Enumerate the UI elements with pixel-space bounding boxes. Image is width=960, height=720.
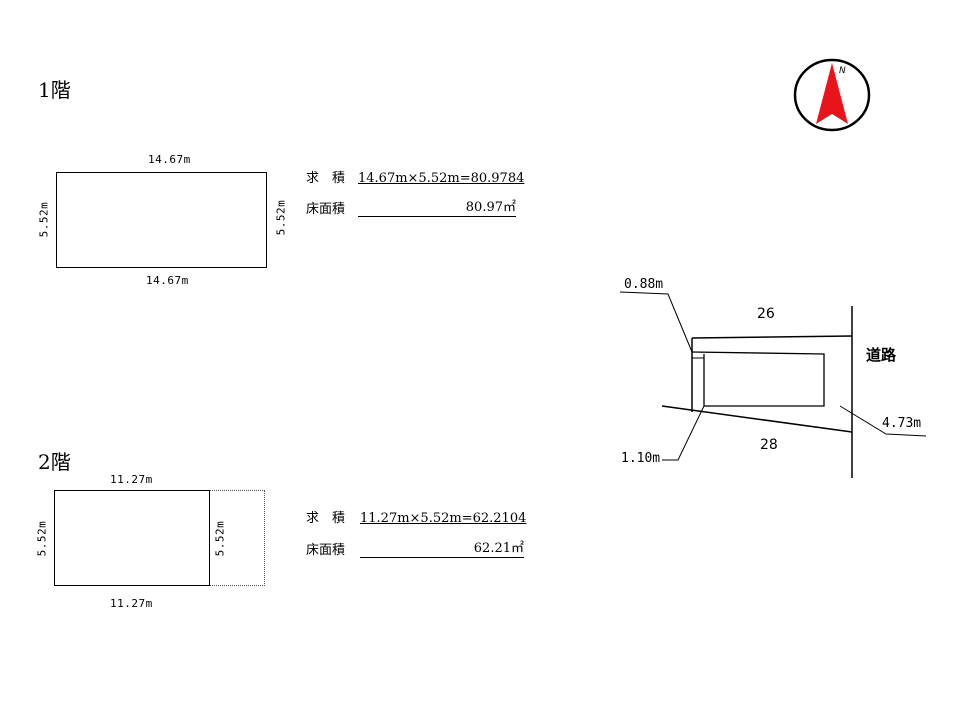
site-label-0-88: 0.88m: [624, 277, 664, 292]
site-lot-26: 26: [757, 306, 775, 322]
floor2-calc-formula: 11.27m×5.52m=62.2104: [360, 511, 527, 526]
floor1-title: 1階: [38, 78, 71, 102]
floor1-top-width: 14.67m: [148, 153, 191, 166]
compass-arrow: [816, 63, 848, 124]
floor1-area-line: 80.97㎡: [358, 200, 516, 217]
compass-north-icon: N: [793, 58, 871, 132]
floor2-area-label: 床面積: [306, 543, 346, 558]
building-outer: [691, 351, 825, 407]
floor2-title: 2階: [38, 450, 71, 474]
floor1-plan-rect: [56, 172, 267, 268]
lot-28-boundary: [661, 405, 853, 433]
site-label-4-73: 4.73m: [882, 416, 922, 431]
compass-letter: N: [839, 66, 846, 76]
leader-4-73: [839, 405, 927, 437]
floor1-right-depth: 5.52m: [274, 199, 288, 236]
leader-0-88: [619, 291, 693, 353]
floor1-area-value: 80.97㎡: [465, 200, 516, 215]
floor2-plan-rect: [54, 490, 210, 586]
floor1-calc-formula: 14.67m×5.52m=80.9784: [358, 171, 525, 186]
floor2-area-value: 62.21㎡: [473, 541, 524, 556]
site-road-label: 道路: [866, 346, 897, 364]
floor2-dotted-extension: [210, 490, 265, 586]
site-label-1-10: 1.10m: [621, 451, 661, 466]
site-lot-28: 28: [760, 437, 778, 453]
site-plan: [619, 291, 927, 478]
lot-26-boundary: [691, 335, 853, 339]
floor1-left-depth: 5.52m: [37, 201, 51, 238]
floor1-bottom-width: 14.67m: [146, 274, 189, 287]
floor2-left-depth: 5.52m: [35, 520, 49, 557]
floor2-right-depth: 5.52m: [213, 520, 227, 557]
floor2-bottom-width: 11.27m: [110, 597, 153, 610]
floor2-top-width: 11.27m: [110, 473, 153, 486]
floor2-calc-label: 求 積: [306, 511, 346, 526]
floor1-calc-label: 求 積: [306, 171, 346, 186]
floor1-area-label: 床面積: [306, 202, 346, 217]
floor2-area-line: 62.21㎡: [360, 541, 524, 558]
leader-1-10: [662, 405, 705, 461]
